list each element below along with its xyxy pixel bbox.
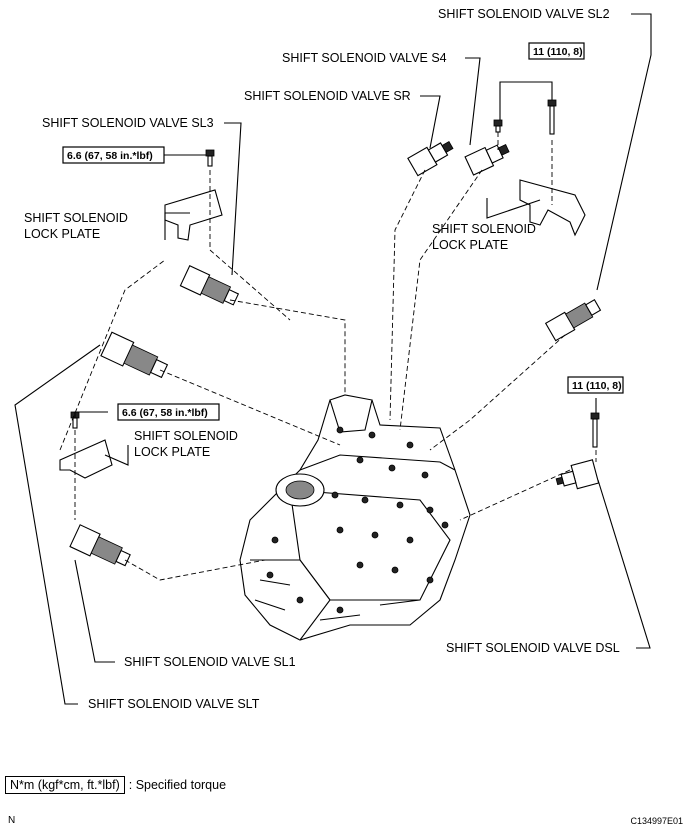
label-sr: SHIFT SOLENOID VALVE SR <box>244 89 411 103</box>
torque-right-text: 11 (110, 8) <box>572 380 622 392</box>
label-dsl: SHIFT SOLENOID VALVE DSL <box>446 641 620 655</box>
torque-box-lower-left: 6.6 (67, 58 in.*lbf) <box>117 403 220 421</box>
label-lock-plate-right-2: LOCK PLATE <box>432 238 508 252</box>
valve-body <box>239 394 471 641</box>
solenoid-sl3-part <box>179 265 240 306</box>
label-lock-plate-lower-2: LOCK PLATE <box>134 445 210 459</box>
legend-text: : Specified torque <box>128 778 227 792</box>
bolt-top-right <box>547 99 557 135</box>
solenoid-sl2-part <box>544 299 602 342</box>
solenoid-sl1-part <box>69 524 131 567</box>
assembly-lines <box>59 132 597 581</box>
lock-plate-left-part <box>164 189 223 241</box>
torque-box-upper-left: 6.6 (67, 58 in.*lbf) <box>62 146 165 164</box>
label-sl3: SHIFT SOLENOID VALVE SL3 <box>42 116 214 130</box>
corner-marker: N <box>8 815 16 826</box>
lock-plate-lower-part <box>59 439 113 479</box>
lock-plate-right-part <box>519 179 586 237</box>
label-lock-plate-lower-1: SHIFT SOLENOID <box>134 429 238 443</box>
image-id-label: C134997E01 <box>630 816 683 826</box>
label-lock-plate-right-1: SHIFT SOLENOID <box>432 222 536 236</box>
label-sl1: SHIFT SOLENOID VALVE SL1 <box>124 655 296 669</box>
bolt-upper-left <box>205 149 215 167</box>
solenoid-slt-part <box>100 331 169 379</box>
label-lock-plate-left-2: LOCK PLATE <box>24 227 100 241</box>
label-slt: SHIFT SOLENOID VALVE SLT <box>88 697 260 711</box>
torque-upper-left-text: 6.6 (67, 58 in.*lbf) <box>67 150 153 162</box>
solenoid-s4-part <box>464 144 510 176</box>
torque-top-right-text: 11 (110, 8) <box>533 46 583 58</box>
label-lock-plate-left-1: SHIFT SOLENOID <box>24 211 128 225</box>
label-s4: SHIFT SOLENOID VALVE S4 <box>282 51 447 65</box>
label-sl2: SHIFT SOLENOID VALVE SL2 <box>438 7 610 21</box>
torque-box-right: 11 (110, 8) <box>567 376 624 394</box>
legend-unit-box: N*m (kgf*cm, ft.*lbf) <box>5 776 125 794</box>
legend: N*m (kgf*cm, ft.*lbf) : Specified torque <box>5 775 226 795</box>
solenoid-dsl-part <box>555 459 600 490</box>
torque-lower-left-text: 6.6 (67, 58 in.*lbf) <box>122 407 208 419</box>
bolt-small-top <box>493 119 503 133</box>
torque-box-top-right: 11 (110, 8) <box>528 42 585 60</box>
leader-lines <box>14 13 652 705</box>
bolt-right <box>590 412 600 448</box>
solenoid-sr-part <box>407 140 454 177</box>
